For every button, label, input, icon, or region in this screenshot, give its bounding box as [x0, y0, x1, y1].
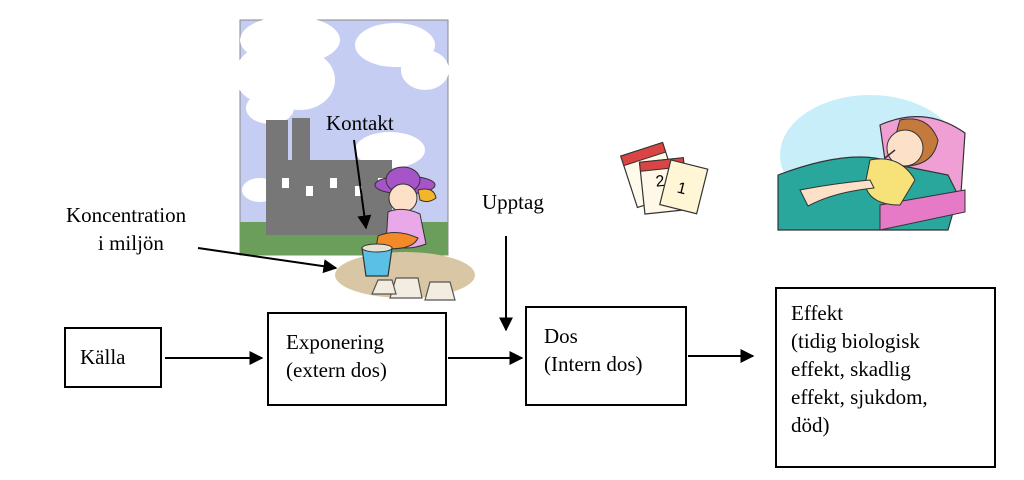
box-effekt: Effekt (tidig biologisk effekt, skadlig …	[775, 287, 996, 468]
arrow-kontakt	[353, 139, 372, 230]
calendar-page-1: 1	[675, 180, 688, 199]
box-dos-line-2: (Intern dos)	[544, 352, 643, 376]
box-exponering-line-1: Exponering	[286, 330, 384, 354]
label-koncentration-line-2: i miljön	[98, 231, 164, 255]
box-effekt-line-4: effekt, sjukdom,	[791, 385, 928, 409]
box-dos: Dos (Intern dos)	[525, 306, 687, 406]
box-exponering: Exponering (extern dos)	[267, 312, 447, 406]
calendar-page-2: 2	[655, 173, 666, 191]
box-kalla: Källa	[64, 327, 162, 388]
sick-person-illustration	[777, 95, 966, 231]
factory-scene-illustration	[235, 16, 475, 301]
label-koncentration-line-1: Koncentration	[66, 203, 187, 227]
box-kalla-text: Källa	[80, 345, 126, 369]
label-kontakt: Kontakt	[326, 111, 394, 135]
calendar-illustration	[619, 141, 709, 215]
label-upptag: Upptag	[482, 190, 544, 214]
arrow-koncentration	[197, 247, 338, 274]
box-effekt-line-1: Effekt	[791, 301, 844, 325]
box-effekt-line-5: död)	[791, 413, 830, 437]
box-effekt-line-3: effekt, skadlig	[791, 357, 911, 381]
box-dos-line-1: Dos	[544, 324, 578, 348]
box-effekt-line-2: (tidig biologisk	[791, 329, 920, 353]
box-exponering-line-2: (extern dos)	[286, 358, 387, 382]
